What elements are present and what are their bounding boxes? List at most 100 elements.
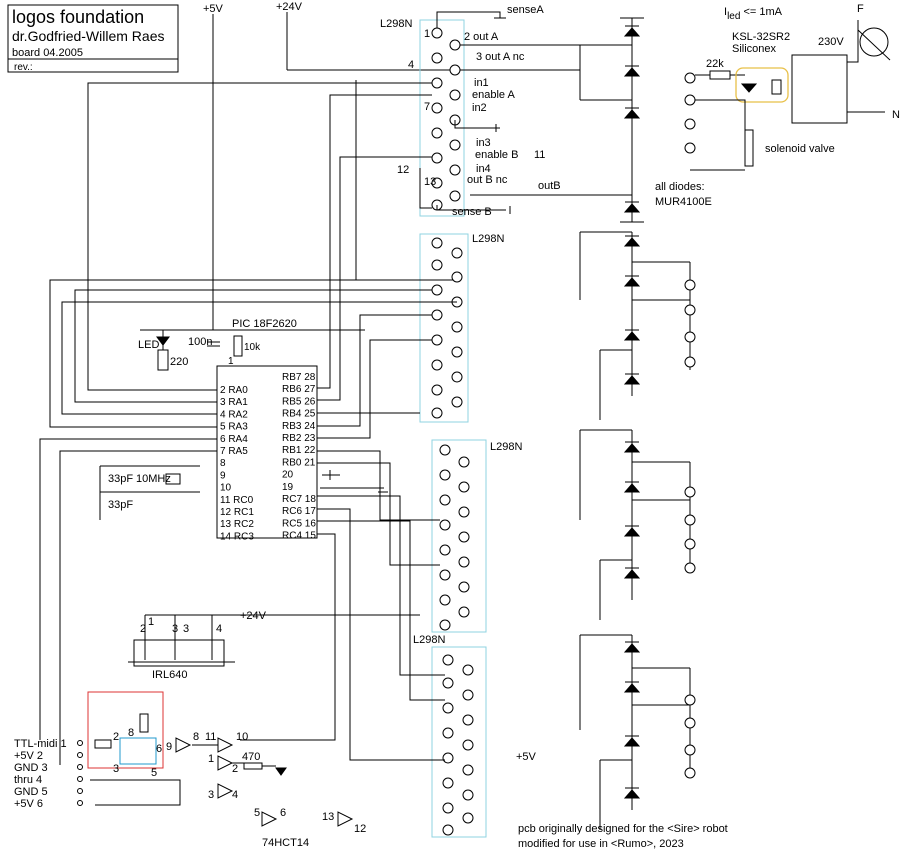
optocoupler-highlight: [735, 67, 789, 103]
pic-right-pin: RB2 23: [282, 433, 316, 444]
inv-pin-2: 2: [232, 763, 238, 775]
logic-chip-name: 74HCT14: [262, 837, 309, 849]
l298-in3: in3: [476, 137, 491, 149]
midi-row-label: thru 4: [14, 774, 42, 786]
mosfet-type: IRL640: [152, 669, 187, 681]
title-block: logos foundation dr.Godfried-Willem Raes…: [7, 4, 179, 73]
pic-name: PIC 18F2620: [232, 318, 297, 330]
l298-pin-7: 7: [424, 101, 430, 113]
midi-pin: [77, 776, 83, 782]
opto-pin-2: 2: [113, 731, 119, 743]
opto-highlight-red: [87, 691, 164, 769]
opto-pin-8: 8: [128, 727, 134, 739]
opto-pin-5: 5: [151, 767, 157, 779]
revision: rev.:: [14, 62, 33, 73]
mains-plug-icon: [859, 27, 889, 57]
l298-sense-b: sense B: [452, 206, 492, 218]
pic-right-pin: RC7 18: [282, 494, 316, 505]
l298-chip-4: L298N: [413, 634, 487, 838]
midi-row-label: +5V 2: [14, 750, 43, 762]
midi-pin: [77, 752, 83, 758]
pic-passives: LED 220 100n 10k 33pF 10MHz 33pF: [99, 329, 388, 520]
l298-pin-12: 12: [397, 164, 409, 176]
midi-row-label: TTL-midi 1: [14, 738, 67, 750]
bus-wires: [39, 82, 457, 765]
cap-33pf-a: 33pF: [108, 473, 133, 485]
l298-out-b-nc: out B nc: [467, 174, 508, 186]
inv-pin-9: 9: [166, 741, 172, 753]
l298-pin-2: 2 out A: [464, 31, 499, 43]
midi-pin: [77, 764, 83, 770]
pic-left-pin: 6 RA4: [220, 434, 248, 445]
pic-right-pin: RC5 16: [282, 518, 316, 529]
opto-highlight-blue: [119, 737, 157, 765]
mains-voltage: 230V: [818, 36, 844, 48]
activity-led-icon: [275, 767, 287, 776]
pic-pin1: 1: [228, 356, 234, 367]
l298-enable-a: enable A: [472, 89, 515, 101]
pic-left-pin: 8: [220, 458, 226, 469]
pic-right-pin: RB1 22: [282, 445, 316, 456]
pic-right-pin: RB7 28: [282, 372, 316, 383]
diodes-note-1: all diodes:: [655, 181, 705, 193]
pic-right-pin: RB6 27: [282, 384, 316, 395]
l298-pin-11: 11: [534, 149, 545, 161]
ssr-type: KSL-32SR2: [732, 31, 790, 43]
inv-pin-10: 10: [236, 731, 248, 743]
inverters-74hct14: 9 8 11 10 1 2 3 4 5 6 13 12 74HCT14 470: [166, 731, 366, 849]
opto-pin-6: 6: [156, 743, 162, 755]
rail-5v-lower: +5V: [516, 751, 537, 763]
author-name: dr.Godfried-Willem Raes: [12, 28, 165, 44]
org-name: logos foundation: [12, 7, 144, 27]
phase-label: F: [857, 3, 864, 15]
inv-pin-8: 8: [193, 731, 199, 743]
midi-pin: [77, 800, 83, 806]
pic-left-pin: 10: [220, 483, 232, 494]
neutral-label: N: [892, 109, 900, 121]
l298-chip-1: L298N 1 2 out A 3 out A nc 4 in1 enable …: [380, 4, 632, 218]
midi-row-label: +5V 6: [14, 798, 43, 810]
pic-left-pin: 5 RA3: [220, 422, 248, 433]
ssr-box: [791, 54, 848, 124]
l298-in4: in4: [476, 163, 491, 175]
mosfet-array: 2 1 3 3 4 +24V IRL640: [128, 610, 420, 681]
mosfet-pin-d: 3: [183, 623, 189, 635]
midi-pin: [77, 740, 83, 746]
board-date: board 04.2005: [12, 47, 83, 59]
l298-pin-13: 13: [424, 176, 436, 188]
iled-label: I: [724, 6, 727, 18]
svg-text:Iled <= 1mA: Iled <= 1mA: [724, 6, 783, 22]
mosfet-pin-c: 3: [172, 623, 178, 635]
solenoid-valve-icon: [744, 129, 754, 167]
inv-pin-3: 3: [208, 789, 214, 801]
l298-4-name: L298N: [413, 634, 445, 646]
ssr-maker: Siliconex: [732, 43, 777, 55]
iled-value: <= 1mA: [740, 6, 782, 18]
l298-chip-3: L298N: [431, 439, 522, 633]
l298-out-b: outB: [538, 180, 561, 192]
resistor-470: 470: [242, 751, 260, 763]
pic-left-pin: 2 RA0: [220, 385, 248, 396]
inv-pin-13: 13: [322, 811, 334, 823]
crystal-icon: [165, 473, 181, 485]
l298-pin-1: 1: [424, 28, 430, 40]
l298-in2: in2: [472, 102, 487, 114]
pic-left-pin: 14 RC3: [220, 531, 254, 542]
pic-left-pin: 9: [220, 470, 226, 481]
pic-right-pin: 19: [282, 482, 294, 493]
inv-pin-4: 4: [232, 789, 238, 801]
resistor-22k-body: [709, 70, 731, 80]
l298-chip-2: L298N: [419, 233, 504, 423]
l298-sense-a: senseA: [507, 4, 544, 16]
iled-subscript: led: [727, 11, 740, 22]
l298-1-name: L298N: [380, 18, 412, 30]
led-label: LED: [138, 339, 159, 351]
pic-right-pin: RB3 24: [282, 421, 316, 432]
l298-pin-3: 3 out A nc: [476, 51, 525, 63]
solenoid-label: solenoid valve: [765, 143, 835, 155]
